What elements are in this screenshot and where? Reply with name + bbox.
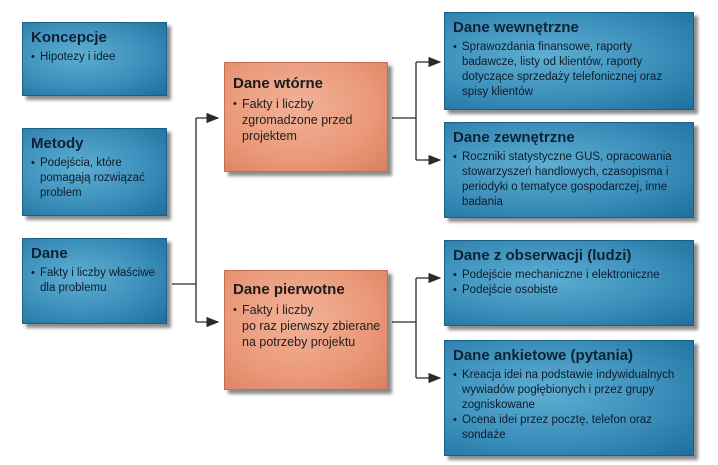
box-dane-ankietowe-title: Dane ankietowe (pytania)	[453, 347, 634, 364]
box-dane-zewnetrzne: Dane zewnętrzne •Roczniki statystyczne G…	[444, 122, 694, 218]
box-metody: Metody •Podejścia, które pomagają rozwią…	[22, 128, 167, 216]
box-dane-z-obserwacji: Dane z obserwacji (ludzi) •Podejście mec…	[444, 240, 694, 326]
box-dane-wtorne-title: Dane wtórne	[233, 75, 324, 92]
box-dane-pierwotne-extra: po raz pierwszy zbierane na potrzeby pro…	[242, 319, 381, 349]
box-dane-z-obserwacji-item-1: •Podejście mechaniczne i elektroniczne	[453, 269, 660, 281]
box-metody-title: Metody	[31, 135, 84, 152]
box-dane-wtorne-item: •Fakty i liczby zgromadzone przed projek…	[233, 97, 353, 143]
box-dane-zewnetrzne-item: •Roczniki statystyczne GUS, opracowania …	[453, 151, 672, 208]
box-dane-ankietowe-item-2: •Ocena idei przez pocztę, telefon oraz s…	[453, 414, 652, 441]
box-dane-item: •Fakty i liczby właściwe dla problemu	[31, 267, 156, 294]
box-dane-pierwotne-item: •Fakty i liczby	[233, 303, 314, 317]
box-dane-pierwotne-title: Dane pierwotne	[233, 281, 345, 298]
box-dane-wewnetrzne-item: •Sprawozdania finansowe, raporty badawcz…	[453, 41, 663, 98]
box-dane-z-obserwacji-item-2: •Podejście osobiste	[453, 284, 558, 296]
box-koncepcje: Koncepcje •Hipotezy i idee	[22, 22, 167, 96]
box-dane-zewnetrzne-title: Dane zewnętrzne	[453, 129, 575, 146]
box-dane-pierwotne: Dane pierwotne •Fakty i liczby po raz pi…	[224, 270, 388, 390]
box-dane-ankietowe: Dane ankietowe (pytania) •Kreacja idei n…	[444, 340, 694, 456]
box-koncepcje-item: •Hipotezy i idee	[31, 51, 116, 63]
box-koncepcje-title: Koncepcje	[31, 29, 107, 46]
box-metody-item: •Podejścia, które pomagają rozwiązać pro…	[31, 157, 145, 199]
box-dane-z-obserwacji-title: Dane z obserwacji (ludzi)	[453, 247, 632, 264]
box-dane-wtorne: Dane wtórne •Fakty i liczby zgromadzone …	[224, 62, 388, 172]
box-dane-wewnetrzne-title: Dane wewnętrzne	[453, 19, 579, 36]
box-dane-title: Dane	[31, 245, 68, 262]
box-dane-ankietowe-item-1: •Kreacja idei na podstawie indywidualnyc…	[453, 369, 675, 411]
box-dane: Dane •Fakty i liczby właściwe dla proble…	[22, 238, 167, 324]
box-dane-wewnetrzne: Dane wewnętrzne •Sprawozdania finansowe,…	[444, 12, 694, 110]
